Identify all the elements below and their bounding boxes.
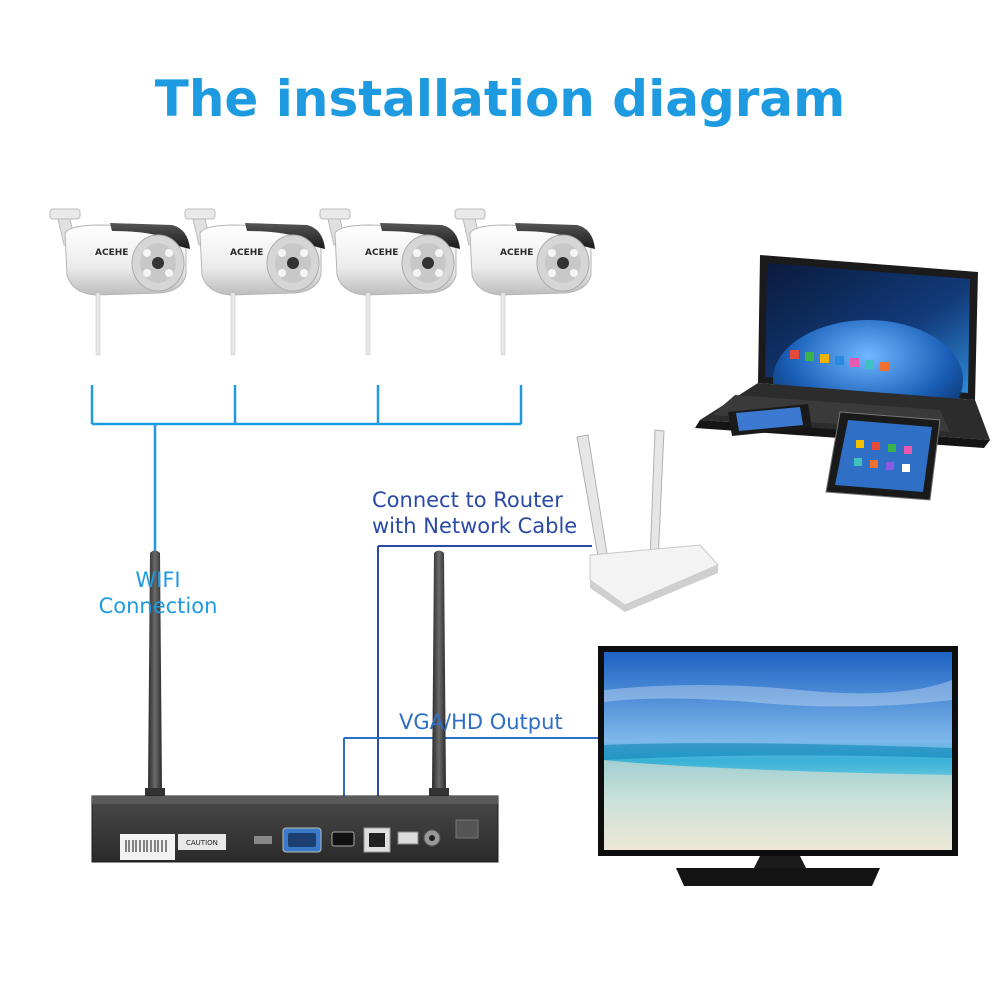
router-label-line2: with Network Cable [372, 514, 578, 538]
nvr-antenna-right [429, 550, 449, 800]
nvr-recorder: CAUTION [91, 795, 499, 863]
camera-1: ACEHE [49, 208, 191, 356]
router [576, 429, 719, 612]
hdmi-port [331, 831, 355, 847]
router-connection-label: Connect to Router with Network Cable [372, 487, 577, 539]
audio-out-port [254, 836, 272, 844]
router-network-cable [377, 545, 592, 828]
usb-port [397, 831, 419, 845]
camera-brand-label: ACEHE [365, 248, 398, 258]
camera-brand-label: ACEHE [230, 248, 263, 258]
camera-brand-label: ACEHE [95, 248, 128, 258]
camera-brand-label: ACEHE [500, 248, 533, 258]
laptop [695, 255, 990, 448]
router-label-line1: Connect to Router [372, 488, 563, 512]
wifi-connection-label: WIFI Connection [88, 567, 228, 619]
wifi-label-line1: WIFI [135, 568, 181, 592]
camera-4: ACEHE [454, 208, 596, 356]
page-title: The installation diagram [154, 70, 846, 128]
wifi-label-line2: Connection [98, 594, 218, 618]
camera-2: ACEHE [184, 208, 326, 356]
caution-label: CAUTION [186, 839, 218, 847]
vga-output-label: VGA/HD Output [399, 710, 563, 734]
camera-3: ACEHE [319, 208, 461, 356]
tablet [825, 411, 941, 501]
smartphone [728, 404, 812, 436]
television [598, 646, 958, 886]
